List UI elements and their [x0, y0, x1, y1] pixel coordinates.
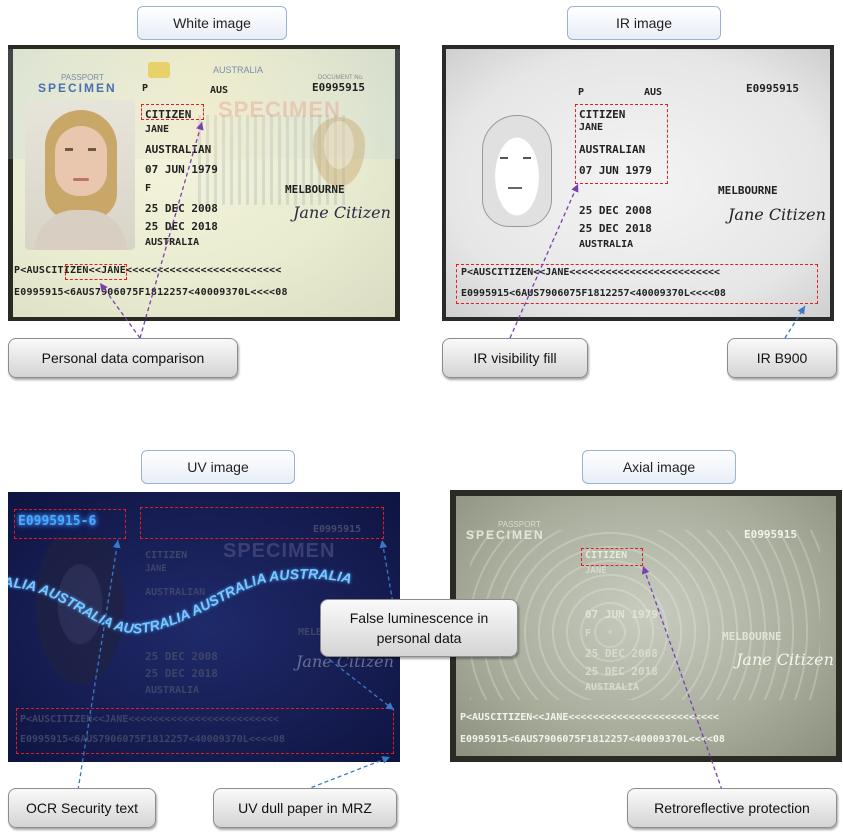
axial-image-title: Axial image: [582, 450, 736, 484]
type-value: P: [142, 83, 149, 94]
ir-authority-value: AUSTRALIA: [579, 239, 634, 250]
ir-mrz-line-2: E0995915<6AUS7906075F1812257<40009370L<<…: [461, 288, 726, 299]
coat-of-arms: [148, 62, 170, 78]
uv-nationality-value: AUSTRALIAN: [145, 587, 206, 598]
country-header: AUSTRALIA: [213, 65, 264, 75]
code-value: AUS: [210, 85, 229, 96]
axial-sex-value: F: [585, 628, 592, 639]
authority-value: AUSTRALIA: [145, 237, 200, 248]
white-surname-highlight: [141, 104, 204, 120]
uv-specimen-watermark: SPECIMEN: [223, 540, 336, 562]
signature: Jane Citizen: [293, 203, 391, 222]
white-image-title: White image: [137, 6, 287, 40]
passport-label: PASSPORT: [61, 73, 104, 82]
uv-mrz-line-1: P<AUSCITIZEN<<JANE<<<<<<<<<<<<<<<<<<<<<<…: [20, 714, 279, 725]
uv-dull-paper-callout: UV dull paper in MRZ: [213, 788, 397, 828]
dob-value: 07 JUN 1979: [145, 163, 218, 176]
uv-wave-text: ALIA AUSTRALIA AUSTRALIA AUSTRALIA AUSTR…: [8, 566, 354, 637]
specimen-label: SPECIMEN: [38, 81, 117, 95]
axial-specimen-label: SPECIMEN: [466, 528, 545, 542]
ocr-security-text-callout: OCR Security text: [8, 788, 156, 828]
sex-value: F: [145, 183, 152, 194]
doc-no-value: E0995915: [312, 81, 365, 94]
nationality-value: AUSTRALIAN: [145, 143, 212, 156]
axial-signature: Jane Citizen: [736, 650, 834, 669]
axial-mrz-line-2: E0995915<6AUS7906075F1812257<40009370L<<…: [460, 734, 725, 745]
given-value: JANE: [145, 124, 170, 135]
ir-code-value: AUS: [644, 87, 663, 98]
uv-mrz-highlight: [16, 708, 394, 754]
mrz-line-1: P<AUSCITIZEN<<JANE<<<<<<<<<<<<<<<<<<<<<<…: [14, 265, 282, 276]
ir-signature: Jane Citizen: [728, 205, 826, 224]
place-value: MELBOURNE: [285, 183, 345, 196]
uv-mrz-line-2: E0995915<6AUS7906075F1812257<40009370L<<…: [20, 734, 285, 745]
axial-given-value: JANE: [585, 566, 607, 576]
surname-value: CITIZEN: [145, 108, 192, 121]
uv-given-value: JANE: [145, 564, 167, 574]
expiry-value: 25 DEC 2018: [145, 220, 218, 233]
ir-b900-callout: IR B900: [727, 338, 837, 378]
axial-authority-value: AUSTRALIA: [585, 682, 640, 693]
ir-given-value: JANE: [579, 122, 604, 133]
false-luminescence-line-1: False luminescence in: [349, 610, 489, 626]
ir-mrz-highlight: [456, 264, 818, 304]
retroreflective-callout: Retroreflective protection: [627, 788, 837, 828]
specimen-watermark: SPECIMEN: [218, 97, 341, 122]
axial-passport-label: PASSPORT: [498, 520, 541, 529]
false-luminescence-line-2: personal data: [376, 630, 462, 646]
uv-ocr-highlight: [14, 509, 126, 539]
ir-place-value: MELBOURNE: [718, 184, 778, 197]
axial-surname-highlight: [581, 548, 643, 566]
uv-personal-data-highlight: [140, 507, 384, 539]
personal-data-comparison-callout: Personal data comparison: [8, 338, 238, 378]
issue-value: 25 DEC 2008: [145, 202, 218, 215]
uv-issue-value: 25 DEC 2008: [145, 650, 218, 663]
doc-no-label: DOCUMENT No.: [318, 75, 364, 81]
ir-personal-data-highlight: [575, 104, 668, 184]
uv-surname-value: CITIZEN: [145, 550, 188, 561]
uv-ocr-security-text: E0995915-6: [18, 514, 97, 529]
ir-doc-no-value: E0995915: [746, 82, 799, 95]
ir-surname-value: CITIZEN: [579, 108, 626, 121]
ir-image-title: IR image: [567, 6, 721, 40]
uv-authority-value: AUSTRALIA: [145, 685, 200, 696]
axial-mrz-line-1: P<AUSCITIZEN<<JANE<<<<<<<<<<<<<<<<<<<<<<…: [460, 712, 719, 723]
ir-portrait: [468, 105, 568, 255]
axial-doc-no-value: E0995915: [744, 528, 797, 541]
ghost-portrait: [313, 117, 365, 187]
ir-type-value: P: [578, 87, 585, 98]
axial-issue-value: 25 DEC 2008: [585, 647, 658, 660]
uv-image-title: UV image: [141, 450, 295, 484]
ir-visibility-fill-callout: IR visibility fill: [442, 338, 588, 378]
axial-expiry-value: 25 DEC 2018: [585, 665, 658, 678]
uv-australia-wave: ALIA AUSTRALIA AUSTRALIA AUSTRALIA AUSTR…: [8, 566, 354, 637]
ir-nationality-value: AUSTRALIAN: [579, 143, 646, 156]
axial-dob-value: 07 JUN 1979: [585, 608, 658, 621]
mrz-line-2: E0995915<6AUS7906075F1812257<40009370L<<…: [14, 287, 288, 298]
uv-expiry-value: 25 DEC 2018: [145, 667, 218, 680]
white-mrz-surname-highlight: [65, 264, 127, 280]
ir-mrz-line-1: P<AUSCITIZEN<<JANE<<<<<<<<<<<<<<<<<<<<<<…: [461, 267, 720, 278]
axial-surname-value: CITIZEN: [585, 550, 628, 561]
ir-issue-value: 25 DEC 2008: [579, 204, 652, 217]
uv-doc-no-value: E0995915: [313, 524, 362, 535]
ir-dob-value: 07 JUN 1979: [579, 164, 652, 177]
ir-expiry-value: 25 DEC 2018: [579, 222, 652, 235]
false-luminescence-callout: False luminescence in personal data: [320, 599, 518, 657]
portrait-photo: [25, 100, 135, 250]
axial-place-value: MELBOURNE: [722, 630, 782, 643]
svg-text:ALIA AUSTRALIA AUSTRALIA AUSTR: ALIA AUSTRALIA AUSTRALIA AUSTRALIA AUSTR…: [8, 566, 354, 637]
background-scene: [198, 115, 348, 205]
